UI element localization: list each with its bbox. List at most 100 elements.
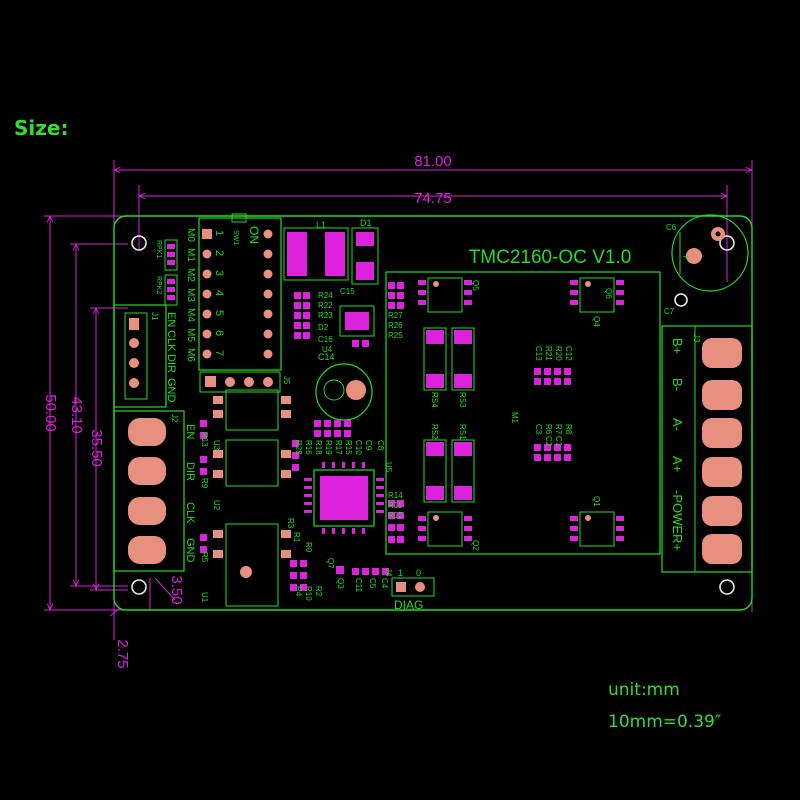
svg-text:D2: D2 (318, 323, 329, 332)
svg-text:RS3: RS3 (458, 392, 467, 408)
mounting-hole-bottom-left (131, 579, 147, 595)
svg-text:C14: C14 (318, 352, 335, 362)
capacitor-c6: + (671, 214, 749, 292)
mounting-hole-small (674, 293, 688, 307)
svg-text:Q5: Q5 (471, 280, 480, 291)
ic-u4: U4 (322, 305, 375, 354)
svg-text:R11: R11 (388, 501, 403, 510)
resistor-packs: RPK1 RPK2 (155, 239, 178, 306)
svg-text:R4: R4 (294, 586, 303, 597)
dim-height-total: 50.00 (42, 394, 59, 432)
svg-text:L1: L1 (316, 220, 326, 230)
dip-switch-sw1 (198, 213, 282, 371)
j3-label-4: -POWER+ (670, 490, 685, 551)
j5-designator: J5 (282, 376, 291, 385)
j2-label-1: DIR (184, 462, 196, 481)
dip-label-0: M0 (185, 228, 196, 242)
svg-text:R6: R6 (544, 424, 553, 435)
j2-label-0: EN (184, 424, 196, 439)
svg-text:RS4: RS4 (430, 392, 439, 408)
svg-text:R13: R13 (200, 432, 209, 447)
svg-text:C1: C1 (554, 436, 563, 447)
svg-text:R8: R8 (564, 424, 573, 435)
dim-connector-span: 35.50 (88, 429, 105, 467)
svg-text:Q1: Q1 (592, 496, 601, 507)
j3-label-0: B+ (670, 338, 685, 354)
j3-label-3: A+ (670, 456, 685, 472)
dip-number-3: 4 (213, 290, 225, 296)
svg-text:R5: R5 (200, 552, 209, 563)
svg-text:U2: U2 (212, 500, 221, 511)
j2-label-3: GND (184, 538, 196, 563)
svg-text:U5: U5 (384, 462, 393, 473)
dip-number-1: 2 (213, 250, 225, 256)
svg-text:Q7: Q7 (326, 558, 335, 569)
dim-hole-spacing-y: 43.10 (68, 396, 85, 434)
svg-text:R24: R24 (318, 291, 333, 300)
svg-text:0: 0 (416, 568, 421, 578)
svg-text:C16: C16 (318, 335, 333, 344)
svg-text:R21: R21 (544, 346, 553, 361)
dim-width-total: 81.00 (414, 153, 452, 170)
svg-text:R22: R22 (318, 301, 333, 310)
mounting-hole-top-right (719, 235, 735, 251)
svg-text:R23: R23 (318, 311, 333, 320)
j1-label-1: CLK (165, 330, 177, 352)
board-name: TMC2160-OC V1.0 (469, 247, 632, 268)
mosfets (418, 277, 624, 547)
passive-clusters (200, 282, 571, 591)
j2-designator: J2 (170, 414, 179, 423)
svg-text:C9: C9 (364, 440, 373, 451)
svg-text:R2: R2 (314, 586, 323, 597)
svg-text:C12: C12 (564, 346, 573, 361)
mounting-hole-bottom-right (719, 579, 735, 595)
dip-number-0: 1 (213, 230, 225, 236)
dip-label-5: M5 (185, 328, 196, 342)
svg-text:C11: C11 (354, 578, 363, 593)
j1-label-2: DIR (165, 354, 177, 373)
mounting-hole-top-left (131, 235, 147, 251)
svg-text:R14: R14 (388, 491, 403, 500)
rpk2-designator: RPK2 (155, 276, 162, 294)
dim-hole-spacing-x: 74.75 (414, 190, 452, 207)
j3-label-1: B- (670, 378, 685, 391)
svg-text:Q4: Q4 (592, 316, 601, 327)
svg-text:D1: D1 (360, 218, 372, 228)
svg-text:R27: R27 (388, 311, 403, 320)
j2-label-2: CLK (184, 502, 196, 524)
dip-label-6: M6 (185, 348, 196, 362)
dim-edge-offset: 2.75 (114, 639, 131, 668)
unit-label: unit:mm (608, 680, 680, 700)
dip-label-3: M3 (185, 288, 196, 302)
svg-text:R0: R0 (304, 542, 313, 553)
svg-text:U4: U4 (322, 345, 333, 354)
svg-text:C3: C3 (534, 424, 543, 435)
j3-designator: J3 (692, 334, 701, 343)
svg-text:U1: U1 (200, 592, 209, 603)
dip-on-label: ON (247, 226, 261, 244)
connector-j2 (113, 410, 185, 572)
svg-text:R20: R20 (554, 346, 563, 361)
diag-label: DIAG (394, 598, 423, 612)
svg-text:R9: R9 (200, 478, 209, 489)
svg-text:R3: R3 (286, 518, 295, 529)
svg-text:R10: R10 (304, 586, 313, 601)
svg-text:M1: M1 (510, 412, 519, 424)
svg-text:Q6: Q6 (604, 288, 613, 299)
header-j5: J5 (199, 371, 291, 393)
dip-label-1: M1 (185, 248, 196, 262)
svg-text:C6: C6 (666, 223, 677, 232)
capacitor-c14: C14 (315, 352, 373, 421)
svg-text:R26: R26 (388, 321, 403, 330)
svg-text:R19: R19 (324, 440, 333, 455)
connector-j3 (661, 325, 753, 573)
dip-label-4: M4 (185, 308, 196, 322)
svg-text:R12: R12 (388, 511, 403, 520)
j1-designator: J1 (150, 312, 159, 321)
connector-j1 (113, 304, 167, 408)
dip-number-2: 3 (213, 270, 225, 276)
svg-text:1: 1 (398, 568, 403, 578)
svg-text:+: + (683, 251, 689, 263)
svg-text:C13: C13 (534, 346, 543, 361)
